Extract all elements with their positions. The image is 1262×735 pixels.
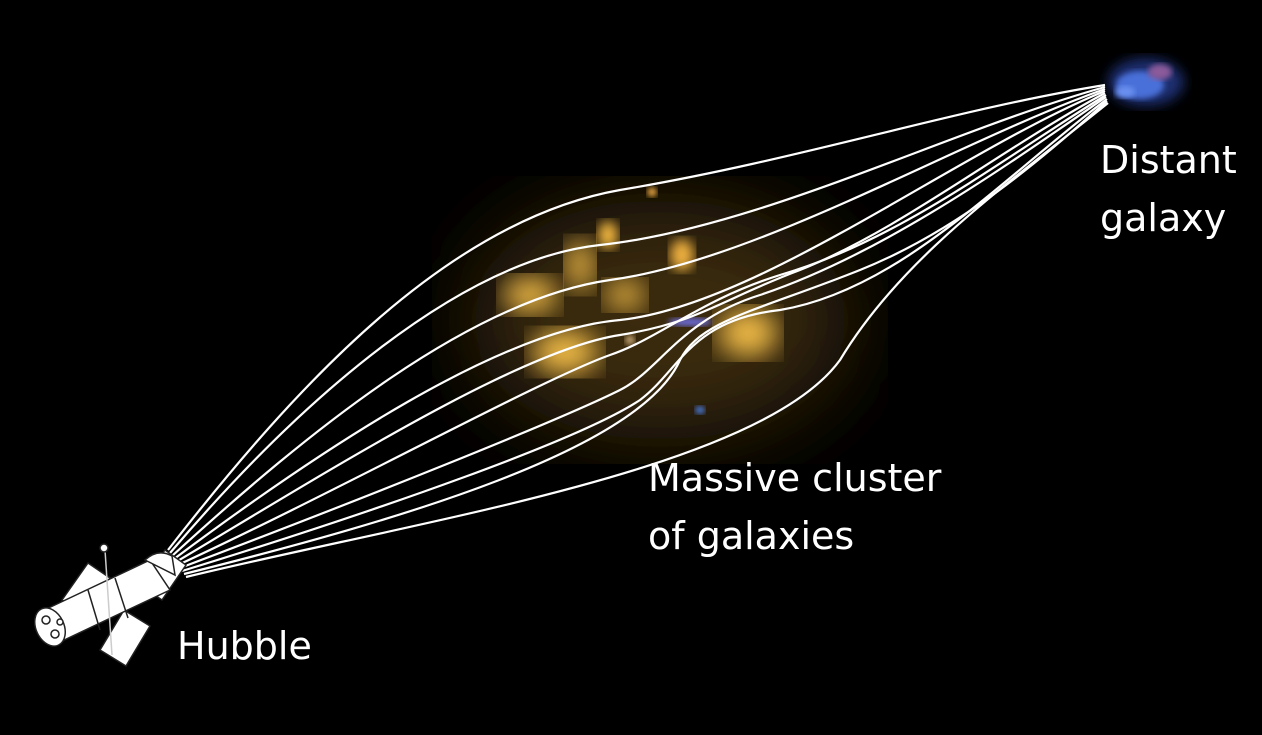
light-ray-7 — [179, 96, 1107, 570]
galaxy-cluster-image — [470, 187, 850, 440]
distant-galaxy-label: Distant galaxy — [1100, 131, 1237, 247]
distant-galaxy-label-line1: Distant — [1100, 138, 1237, 182]
cluster-label-line1: Massive cluster — [648, 456, 942, 500]
hubble-telescope-icon — [34, 543, 188, 668]
distant-galaxy-image — [1108, 58, 1184, 106]
light-ray-10 — [185, 102, 1109, 579]
light-ray-4 — [173, 89, 1106, 560]
cluster-label-line2: of galaxies — [648, 514, 855, 558]
light-ray-5 — [175, 92, 1106, 563]
light-ray-2 — [169, 85, 1106, 554]
cluster-label: Massive cluster of galaxies — [648, 449, 941, 565]
distant-galaxy-label-line2: galaxy — [1100, 196, 1227, 240]
light-ray-3 — [171, 87, 1106, 557]
light-ray-1 — [167, 83, 1106, 551]
light-rays — [167, 83, 1109, 579]
hubble-label: Hubble — [177, 624, 312, 668]
light-ray-6 — [177, 94, 1107, 566]
